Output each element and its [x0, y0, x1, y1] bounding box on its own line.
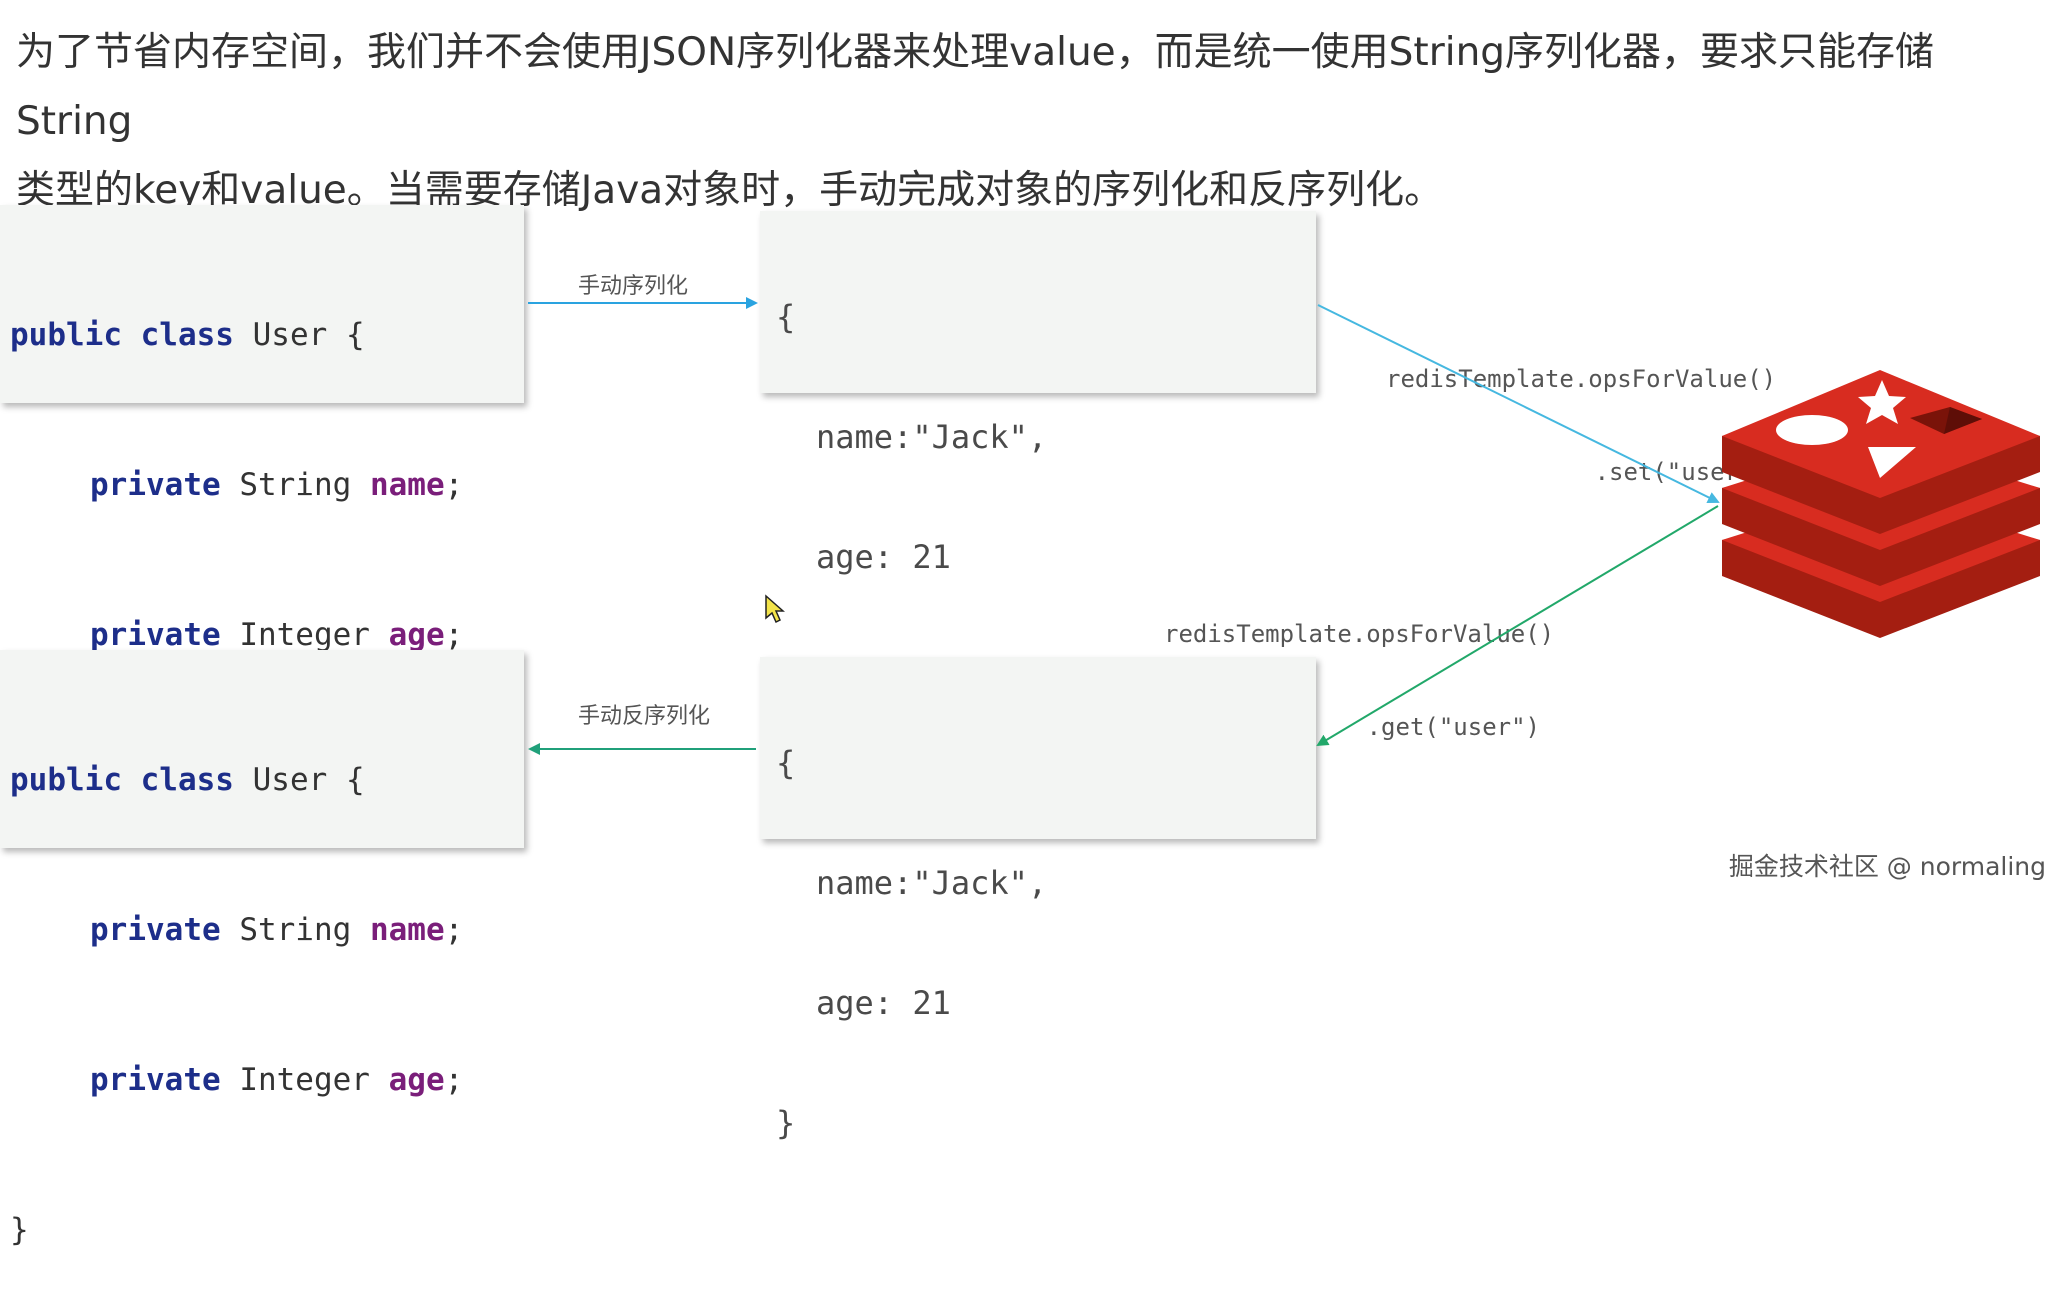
code-type: Integer	[220, 1062, 389, 1098]
deserialize-label: 手动反序列化	[578, 704, 711, 729]
code-field-name: name	[369, 467, 445, 503]
code-type: String	[220, 467, 370, 503]
code-field-age: age	[388, 617, 445, 653]
diagram-overlay	[528, 297, 2040, 755]
intro-line-1: 为了节省内存空间，我们并不会使用JSON序列化器来处理value，而是统一使用S…	[16, 30, 1935, 144]
json-age-line: age: 21	[816, 538, 951, 576]
serialize-label: 手动序列化	[578, 274, 689, 299]
code-keyword: public class	[10, 762, 234, 798]
code-text: User {	[233, 317, 365, 353]
code-close-brace: }	[10, 1212, 29, 1248]
json-name-line: name:"Jack",	[816, 418, 1048, 456]
code-type: String	[220, 912, 370, 948]
json-open-brace: {	[776, 298, 796, 336]
code-semicolon: ;	[444, 912, 464, 948]
json-age-line: age: 21	[816, 984, 951, 1022]
json-string-top: { name:"Jack", age: 21 }	[760, 211, 1316, 696]
code-keyword: private	[90, 1062, 221, 1098]
get-call-line-2: .get("user")	[1366, 713, 1540, 741]
intro-text: 为了节省内存空间，我们并不会使用JSON序列化器来处理value，而是统一使用S…	[16, 18, 2036, 225]
code-semicolon: ;	[444, 1062, 464, 1098]
watermark: 掘金技术社区 @ normaling	[1728, 852, 2046, 881]
redis-logo-icon	[1722, 370, 2040, 638]
code-semicolon: ;	[444, 467, 464, 503]
code-field-age: age	[388, 1062, 445, 1098]
set-arrow	[1317, 304, 1720, 503]
code-type: Integer	[220, 617, 389, 653]
user-class-code-top: public class User { private String name;…	[0, 205, 524, 803]
code-semicolon: ;	[444, 617, 464, 653]
mouse-cursor-icon	[765, 594, 785, 624]
code-keyword: public class	[10, 317, 234, 353]
get-arrow	[1316, 505, 1719, 747]
json-close-brace: }	[776, 1104, 796, 1142]
json-open-brace: {	[776, 744, 796, 782]
code-field-name: name	[369, 912, 445, 948]
code-keyword: private	[90, 617, 221, 653]
code-text: User {	[233, 762, 365, 798]
code-keyword: private	[90, 467, 221, 503]
code-keyword: private	[90, 912, 221, 948]
